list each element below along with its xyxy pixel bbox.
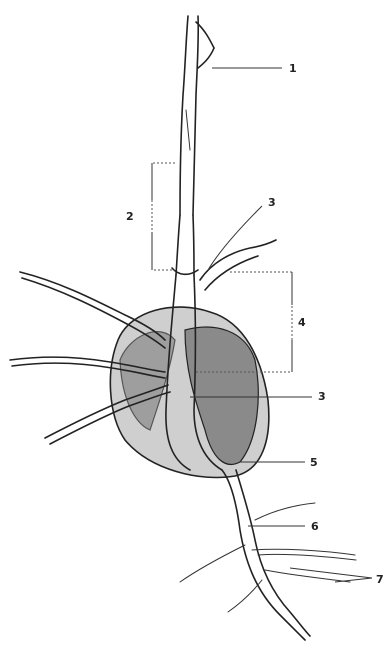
- label-1: 1: [289, 62, 297, 75]
- label-4: 4: [298, 316, 306, 329]
- label-3-top: 3: [268, 196, 276, 209]
- shoot-epicotyl: [180, 16, 214, 215]
- seed: [110, 307, 268, 477]
- label-7: 7: [376, 573, 384, 586]
- label-2: 2: [126, 210, 134, 223]
- label-5: 5: [310, 456, 318, 469]
- bracket-2: [152, 163, 175, 270]
- label-6: 6: [311, 520, 319, 533]
- label-3-bottom: 3: [318, 390, 326, 403]
- lateral-roots: [180, 503, 356, 612]
